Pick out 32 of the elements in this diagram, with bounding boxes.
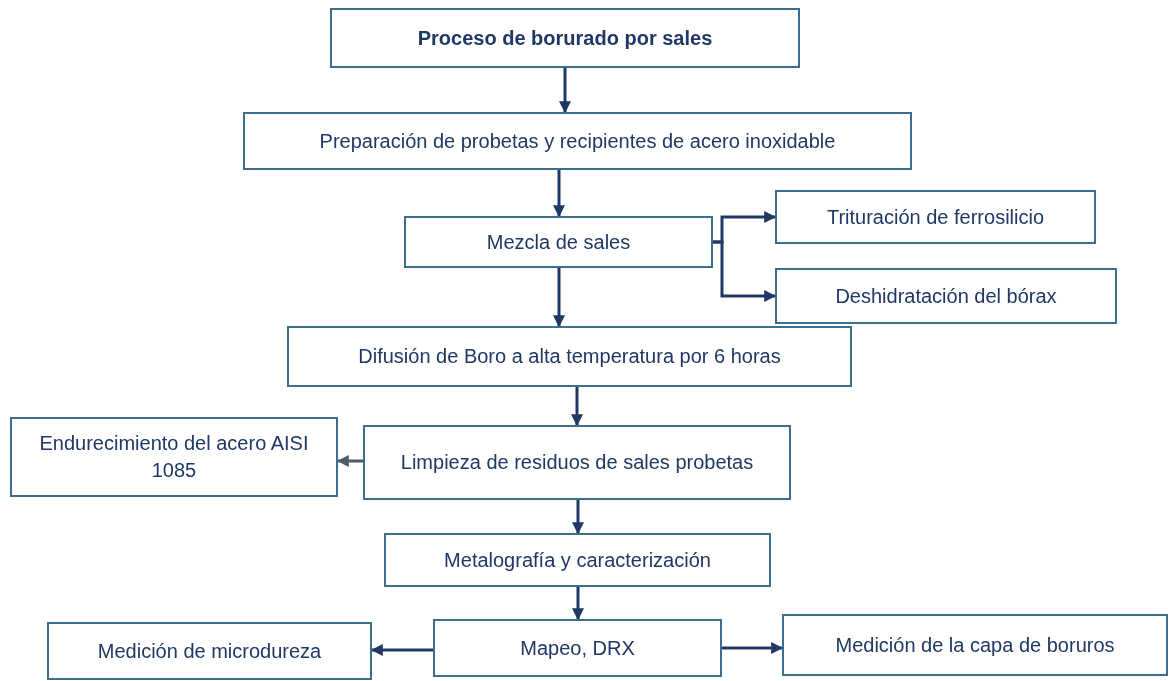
process-box [287,326,852,387]
arrow [572,500,584,535]
step-text: Proceso de borurado por sales [417,26,713,49]
arrow [553,268,565,328]
arrow [713,240,777,302]
step-text: Mapeo, DRX [520,636,635,659]
process-box [433,619,722,677]
arrow [572,587,584,621]
arrow [571,387,583,427]
step-text: Difusión de Boro a alta temperatura por 6 horas [358,345,781,367]
step-text: Medición de microdureza [97,639,322,662]
process-box [775,190,1096,244]
process-box [384,533,771,587]
process-box [404,216,713,268]
step-text: Trituración de ferrosilicio [826,205,1045,228]
process-box [363,425,791,500]
step-text: Endurecimiento del acero AISI 1085 [39,432,309,481]
process-box [243,112,912,170]
step-text: Limpieza de residuos de sales probetas [400,451,754,473]
step-text: Deshidratación del bórax [835,284,1057,307]
arrow [722,642,784,654]
arrow [559,68,571,114]
step-text: Preparación de probetas y recipientes de acero inoxidable [319,129,836,152]
process-box [10,417,338,497]
step-text: Metalografía y caracterización [444,548,711,571]
step-text: Medición de la capa de boruros [835,633,1115,656]
step-text: Mezcla de sales [486,230,631,253]
process-box [330,8,800,68]
arrow [553,170,565,218]
process-box [47,622,372,680]
process-box [775,268,1117,324]
process-box [782,614,1168,676]
